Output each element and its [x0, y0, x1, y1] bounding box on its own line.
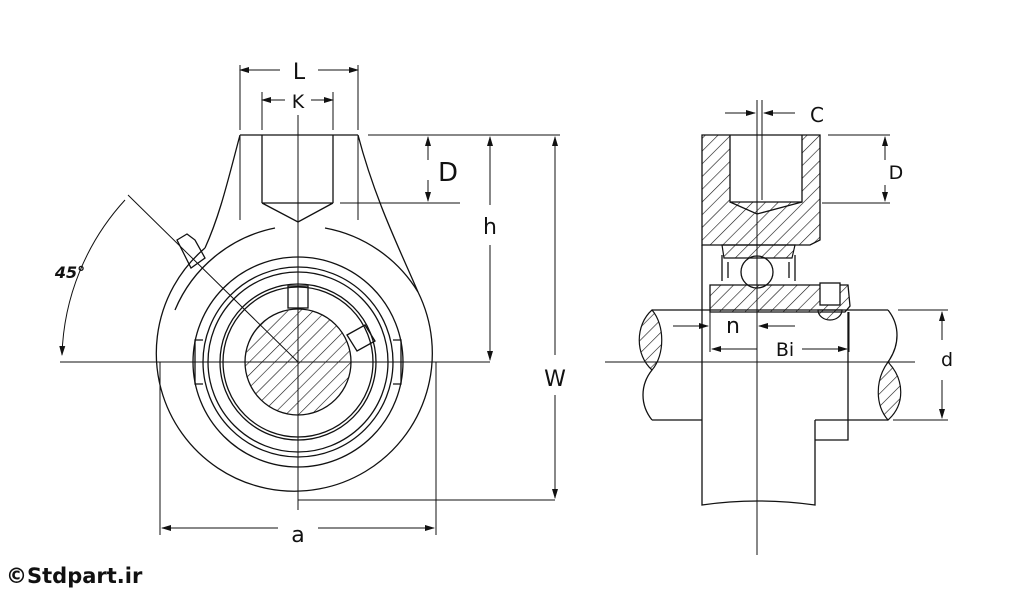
shaft-break-left: [638, 309, 663, 371]
housing-section: [701, 134, 821, 246]
front-view: L K D h W a 45°: [54, 60, 566, 548]
grease-nipple: [176, 233, 206, 269]
side-view: C D n Bi d: [605, 100, 953, 555]
label-K: K: [292, 91, 305, 113]
watermark: ©Stdpart.ir: [6, 564, 143, 588]
label-a: a: [291, 523, 304, 548]
label-L: L: [293, 60, 306, 85]
label-D-front: D: [438, 158, 458, 188]
label-d: d: [941, 349, 953, 371]
label-n: n: [726, 314, 740, 339]
shaft-break-right: [877, 361, 902, 421]
label-W: W: [544, 367, 566, 392]
housing-outline: [155, 247, 433, 492]
label-h: h: [483, 215, 497, 240]
label-C: C: [810, 103, 824, 127]
housing-neck: [204, 134, 419, 293]
label-Bi: Bi: [776, 339, 794, 361]
label-D-side: D: [889, 162, 904, 184]
label-angle: 45°: [54, 263, 85, 282]
